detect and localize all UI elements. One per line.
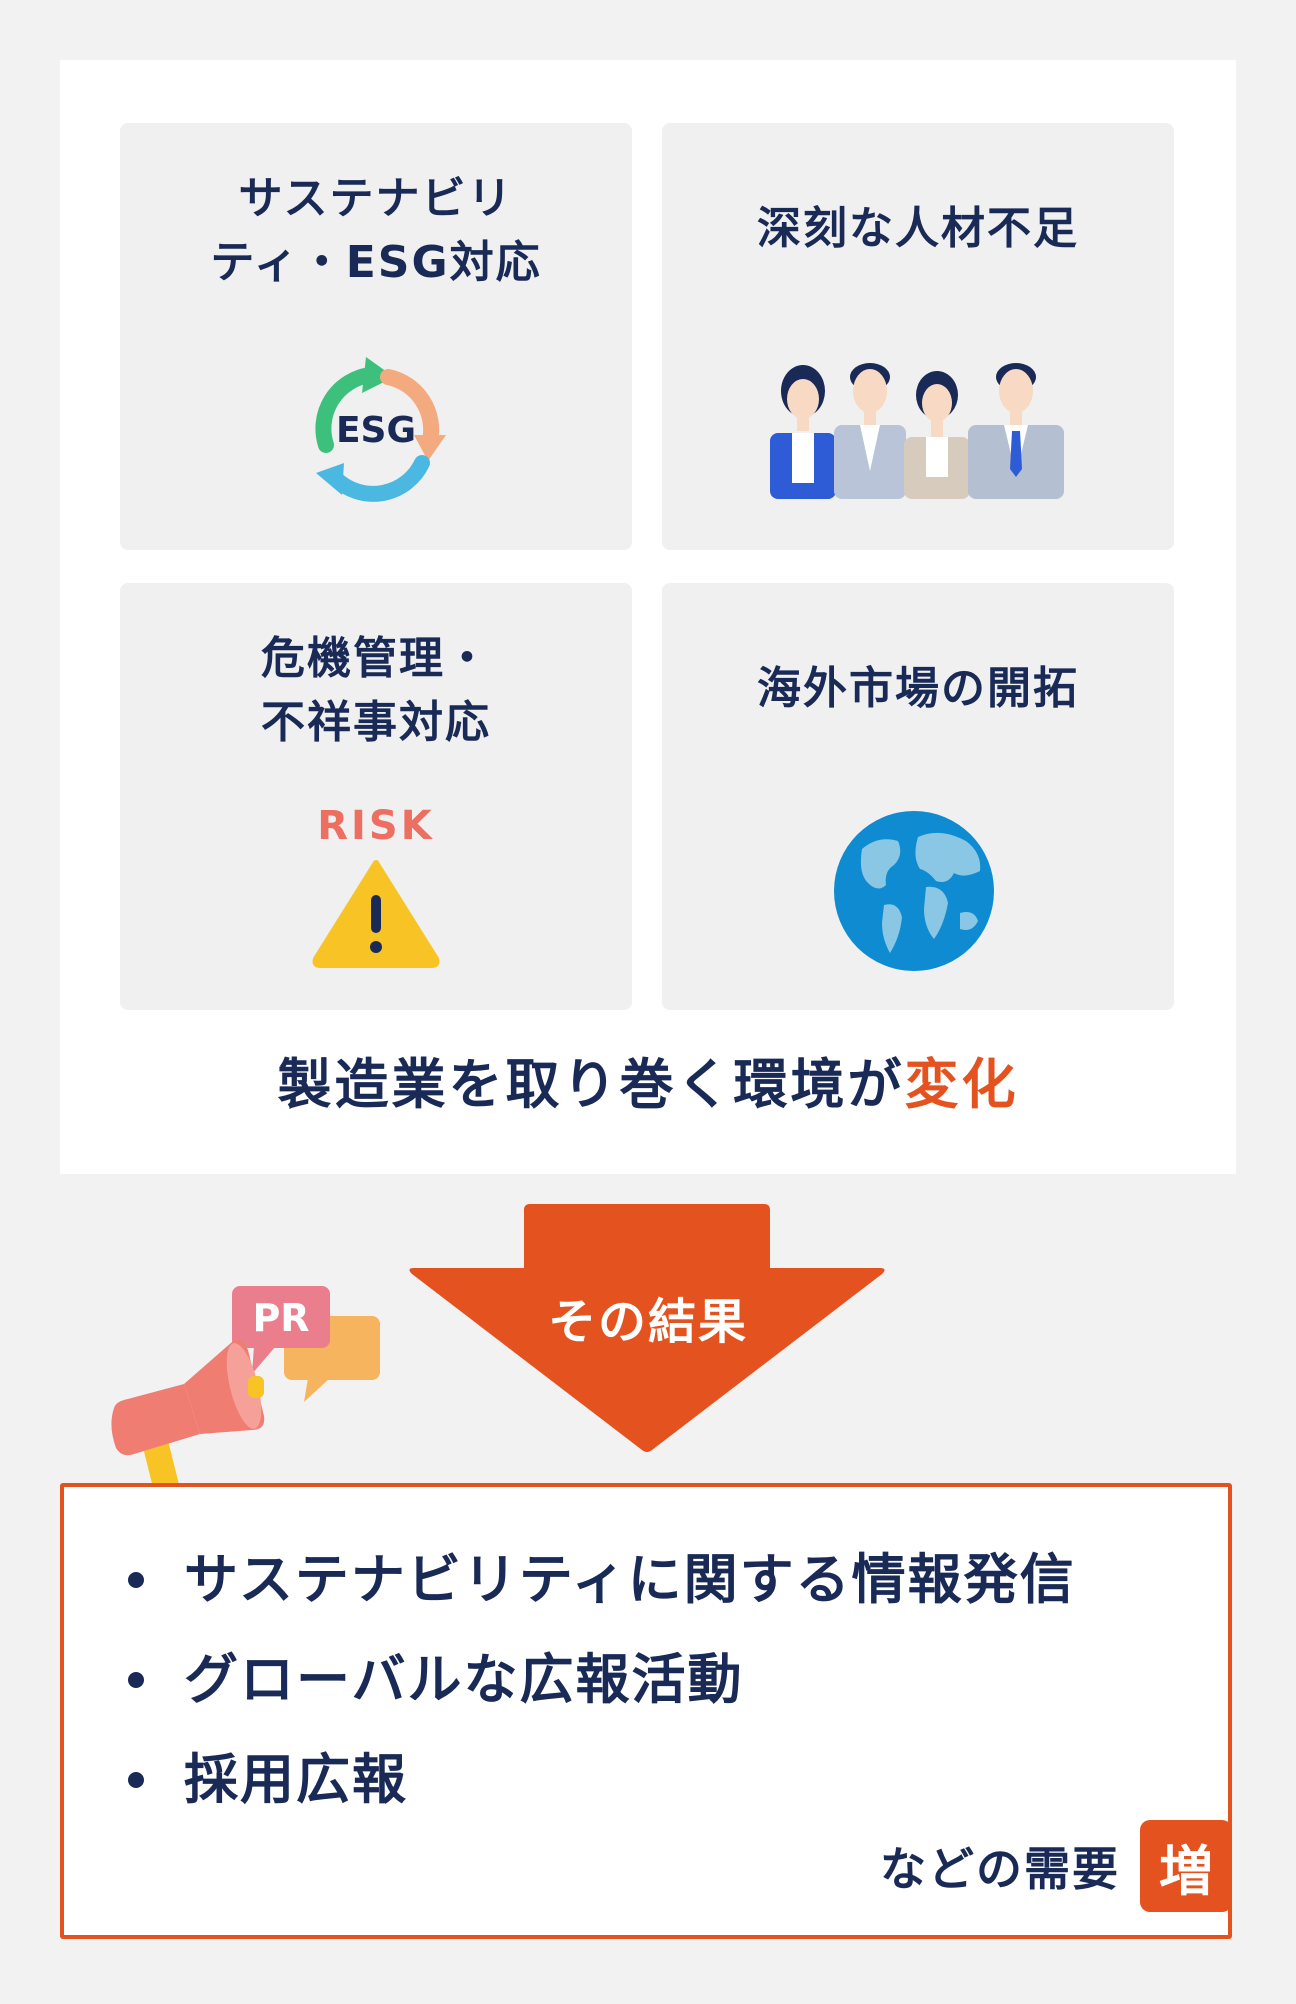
demand-text: などの需要	[880, 1842, 1120, 1896]
card-risk-management: 危機管理・ 不祥事対応 RISK	[120, 583, 632, 1010]
top-panel: サステナビリ ティ・ESG対応 ESG 深刻な人材不足	[60, 60, 1236, 1174]
headline-accent: 変化	[904, 1053, 1019, 1116]
list-item: 採用広報	[120, 1730, 1076, 1830]
bullet	[128, 1672, 144, 1688]
result-box	[60, 1483, 1232, 1939]
card-overseas-market: 海外市場の開拓	[662, 583, 1174, 1010]
bullet	[128, 1772, 144, 1788]
globe-icon	[834, 811, 994, 971]
risk-label: RISK	[317, 803, 435, 849]
headline-main: 製造業を取り巻く環境が	[277, 1053, 905, 1116]
esg-cycle-icon: ESG	[315, 357, 446, 502]
risk-warning-icon: RISK	[312, 803, 440, 968]
list-item: グローバルな広報活動	[120, 1630, 1076, 1730]
bullet	[128, 1572, 144, 1588]
card-title: サステナビリ ティ・ESG対応	[210, 173, 542, 288]
esg-label: ESG	[336, 410, 416, 451]
people-group-icon	[770, 363, 1064, 499]
pr-label: PR	[252, 1296, 309, 1340]
card-esg: サステナビリ ティ・ESG対応 ESG	[120, 123, 632, 550]
card-title: 危機管理・ 不祥事対応	[261, 633, 491, 748]
result-list: サステナビリティに関する情報発信 グローバルな広報活動 採用広報	[120, 1530, 1076, 1830]
headline: 製造業を取り巻く環境が変化	[60, 1040, 1236, 1119]
list-item-text: サステナビリティに関する情報発信	[184, 1548, 1076, 1611]
list-item-text: グローバルな広報活動	[184, 1648, 744, 1711]
down-arrow	[409, 1204, 885, 1452]
card-talent-shortage: 深刻な人材不足	[662, 123, 1174, 550]
card-title: 深刻な人材不足	[757, 203, 1079, 254]
demand-note: などの需要 増	[880, 1820, 1232, 1912]
list-item: サステナビリティに関する情報発信	[120, 1530, 1076, 1630]
arrow-label: その結果	[547, 1294, 748, 1350]
increase-badge: 増	[1140, 1820, 1232, 1912]
megaphone-icon: PR	[111, 1286, 380, 1492]
list-item-text: 採用広報	[184, 1748, 408, 1811]
card-title: 海外市場の開拓	[757, 663, 1079, 714]
